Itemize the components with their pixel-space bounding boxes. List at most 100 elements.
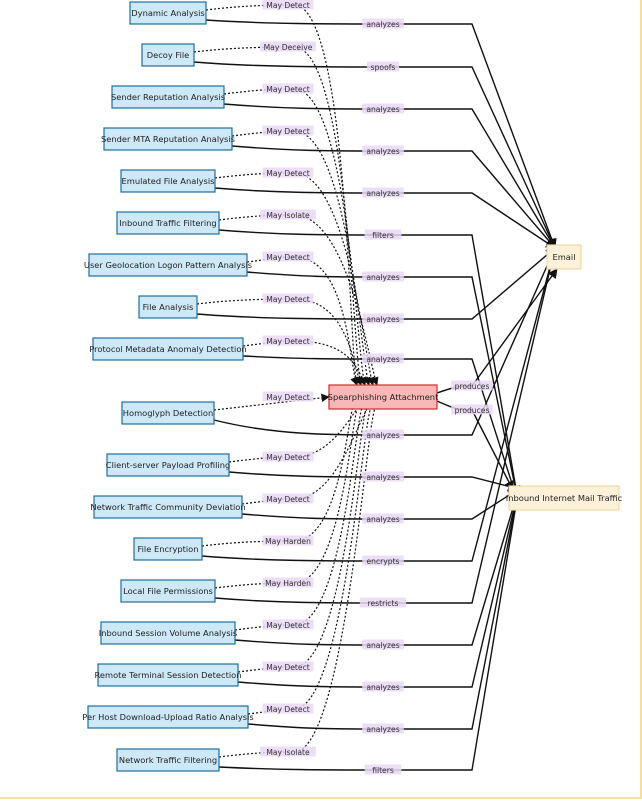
- technique-node-inbound-traffic-filtering[interactable]: Inbound Traffic Filtering: [116, 211, 220, 235]
- technique-node-sender-mta-reputation-analysis[interactable]: Sender MTA Reputation Analysis: [101, 127, 235, 151]
- svg-text:analyzes: analyzes: [366, 355, 399, 364]
- technique-node-file-analysis[interactable]: File Analysis: [138, 295, 198, 319]
- svg-text:produces: produces: [455, 382, 490, 391]
- svg-text:May Detect: May Detect: [266, 663, 309, 672]
- edge-label-user-geolocation-logon-pattern-analysis-verb: analyzes: [362, 271, 404, 282]
- edge-label-decoy-file-verb: spoofs: [366, 61, 400, 72]
- edge-label-inbound-traffic-filtering-relation: May Isolate: [260, 209, 316, 220]
- svg-text:May Harden: May Harden: [265, 537, 311, 546]
- technique-label: Dynamic Analysis: [131, 8, 204, 18]
- edge-label-protocol-metadata-anomaly-detection-relation: May Detect: [262, 335, 314, 346]
- technique-node-remote-terminal-session-detection[interactable]: Remote Terminal Session Detection: [95, 663, 242, 687]
- svg-text:analyzes: analyzes: [366, 315, 399, 324]
- edge-label-network-traffic-filtering-verb: filters: [364, 764, 402, 775]
- edge-label-file-encryption-relation: May Harden: [262, 535, 314, 546]
- svg-text:analyzes: analyzes: [366, 641, 399, 650]
- svg-text:filters: filters: [372, 766, 394, 775]
- edge-decoy-file-to-attack: [193, 46, 363, 386]
- svg-text:May Detect: May Detect: [266, 295, 309, 304]
- edge-dynamic-analysis-to-attack: [205, 4, 359, 386]
- edge-label-local-file-permissions-relation: May Harden: [262, 577, 314, 588]
- technique-node-network-traffic-community-deviation[interactable]: Network Traffic Community Deviation: [90, 495, 246, 519]
- edge-label-client-server-payload-profiling-verb: analyzes: [362, 471, 404, 482]
- technique-node-dynamic-analysis[interactable]: Dynamic Analysis: [129, 1, 207, 25]
- technique-label: Local File Permissions: [123, 586, 213, 596]
- edge-label-inbound-session-volume-analysis-relation: May Detect: [262, 619, 314, 630]
- technique-label: Inbound Session Volume Analysis: [99, 628, 237, 638]
- technique-label: File Analysis: [143, 302, 194, 312]
- edge-label-file-analysis-relation: May Detect: [262, 293, 314, 304]
- edge-label-file-analysis-verb: analyzes: [362, 313, 404, 324]
- artifact-label: Email: [552, 252, 575, 262]
- edge-label-dynamic-analysis-relation: May Detect: [262, 0, 314, 10]
- technique-node-local-file-permissions[interactable]: Local File Permissions: [120, 579, 216, 603]
- svg-text:analyzes: analyzes: [366, 147, 399, 156]
- technique-node-user-geolocation-logon-pattern-analysis[interactable]: User Geolocation Logon Pattern Analysis: [84, 253, 252, 277]
- edge-label-sender-mta-reputation-analysis-verb: analyzes: [362, 145, 404, 156]
- technique-label: User Geolocation Logon Pattern Analysis: [84, 260, 252, 270]
- technique-node-emulated-file-analysis[interactable]: Emulated File Analysis: [120, 169, 216, 193]
- technique-node-decoy-file[interactable]: Decoy File: [141, 43, 195, 67]
- edge-label-protocol-metadata-anomaly-detection-verb: analyzes: [362, 353, 404, 364]
- artifact-node-email[interactable]: Email: [546, 244, 582, 270]
- technique-node-inbound-session-volume-analysis[interactable]: Inbound Session Volume Analysis: [99, 621, 237, 645]
- svg-text:May Isolate: May Isolate: [266, 748, 310, 757]
- artifact-node-imt[interactable]: Inbound Internet Mail Traffic: [506, 485, 623, 511]
- svg-text:analyzes: analyzes: [366, 105, 399, 114]
- technique-node-file-encryption[interactable]: File Encryption: [133, 537, 203, 561]
- edge-label-inbound-traffic-filtering-verb: filters: [364, 229, 402, 240]
- svg-text:analyzes: analyzes: [366, 515, 399, 524]
- technique-node-per-host-download-upload-ratio-analysis[interactable]: Per Host Download-Upload Ratio Analysis: [82, 705, 254, 729]
- attack-label: Spearphishing Attachment: [328, 392, 439, 402]
- svg-text:May Detect: May Detect: [266, 1, 309, 10]
- edge-label-inbound-session-volume-analysis-verb: analyzes: [362, 639, 404, 650]
- svg-text:analyzes: analyzes: [366, 189, 399, 198]
- edge-sender-reputation-analysis-to-attack: [223, 88, 367, 386]
- technique-node-homoglyph-detection[interactable]: Homoglyph Detection: [121, 401, 215, 425]
- edge-label-produces-email: produces: [451, 380, 493, 391]
- edge-inbound-session-volume-analysis-to-attack: [234, 400, 368, 631]
- svg-text:analyzes: analyzes: [366, 20, 399, 29]
- technique-node-client-server-payload-profiling[interactable]: Client-server Payload Profiling: [106, 453, 230, 477]
- edge-label-network-traffic-community-deviation-verb: analyzes: [362, 513, 404, 524]
- edge-local-file-permissions-to-attack: [214, 400, 364, 589]
- technique-label: Network Traffic Filtering: [119, 755, 217, 765]
- edge-label-decoy-file-relation: May Deceive: [260, 41, 316, 52]
- svg-text:May Detect: May Detect: [266, 337, 309, 346]
- edge-label-dynamic-analysis-verb: analyzes: [362, 18, 404, 29]
- svg-text:May Isolate: May Isolate: [266, 211, 310, 220]
- svg-text:spoofs: spoofs: [371, 63, 396, 72]
- edge-remote-terminal-session-detection-to-attack: [237, 400, 372, 673]
- edge-file-encryption-to-attack: [201, 400, 360, 547]
- edge-label-homoglyph-detection-verb: analyzes: [362, 429, 404, 440]
- edge-emulated-file-analysis-to-attack: [214, 172, 375, 386]
- technique-label: Protocol Metadata Anomaly Detection: [89, 344, 246, 354]
- technique-label: Sender Reputation Analysis: [111, 92, 225, 102]
- svg-text:filters: filters: [372, 231, 394, 240]
- technique-node-protocol-metadata-anomaly-detection[interactable]: Protocol Metadata Anomaly Detection: [89, 337, 247, 361]
- technique-label: File Encryption: [137, 544, 198, 554]
- edge-label-remote-terminal-session-detection-relation: May Detect: [262, 661, 314, 672]
- technique-node-sender-reputation-analysis[interactable]: Sender Reputation Analysis: [111, 85, 225, 109]
- svg-text:analyzes: analyzes: [366, 431, 399, 440]
- edge-label-sender-reputation-analysis-relation: May Detect: [262, 83, 314, 94]
- edge-label-homoglyph-detection-relation: May Detect: [262, 391, 314, 402]
- svg-text:May Detect: May Detect: [266, 253, 309, 262]
- edge-label-user-geolocation-logon-pattern-analysis-relation: May Detect: [262, 251, 314, 262]
- edge-label-file-encryption-verb: encrypts: [362, 555, 404, 566]
- svg-text:May Detect: May Detect: [266, 393, 309, 402]
- svg-text:May Detect: May Detect: [266, 453, 309, 462]
- svg-text:analyzes: analyzes: [366, 473, 399, 482]
- technique-label: Remote Terminal Session Detection: [95, 670, 242, 680]
- technique-node-network-traffic-filtering[interactable]: Network Traffic Filtering: [116, 748, 220, 772]
- svg-text:May Detect: May Detect: [266, 169, 309, 178]
- svg-text:May Detect: May Detect: [266, 495, 309, 504]
- svg-text:analyzes: analyzes: [366, 725, 399, 734]
- svg-text:produces: produces: [455, 406, 490, 415]
- attack-node[interactable]: Spearphishing Attachment: [328, 384, 439, 410]
